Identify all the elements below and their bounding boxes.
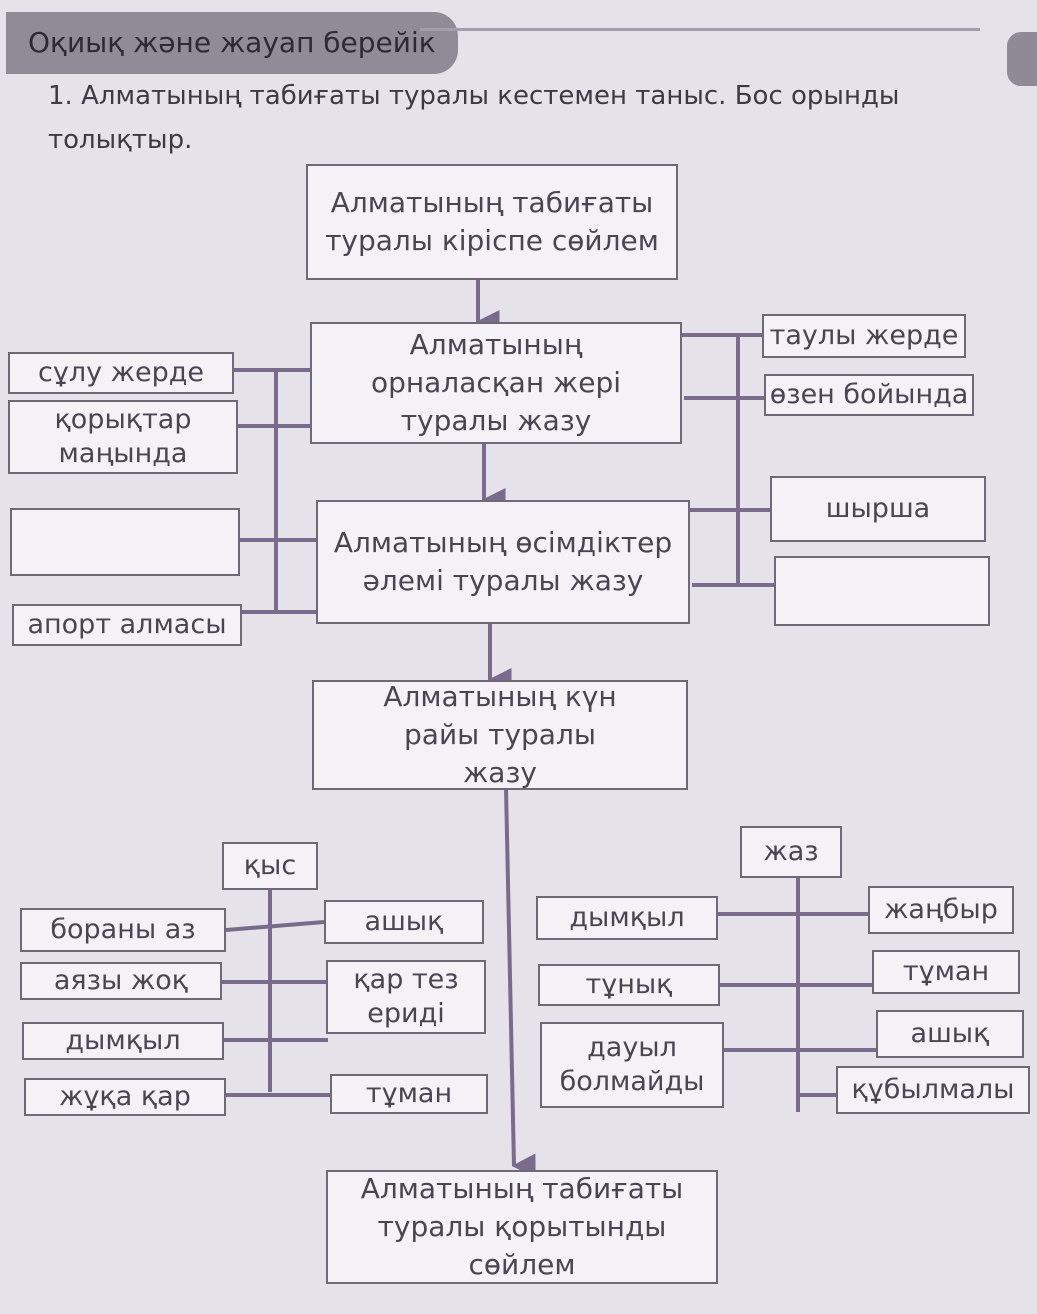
winter-left-item: бораны аз <box>20 908 226 952</box>
header-rule <box>420 28 980 31</box>
summer-left-item: дымқыл <box>536 896 718 940</box>
summer-right-item: тұман <box>872 950 1020 994</box>
summer-left-item: тұнық <box>538 964 720 1006</box>
plants-left-item: апорт алмасы <box>12 604 242 646</box>
conclusion-box: Алматының табиғаты туралы қорытынды сөйл… <box>326 1170 718 1284</box>
plants-right-blank[interactable] <box>774 556 990 626</box>
plants-box: Алматының өсімдіктер әлемі туралы жазу <box>316 500 690 624</box>
intro-sentence-box: Алматының табиғаты туралы кіріспе сөйлем <box>306 164 678 280</box>
winter-left-item: аязы жоқ <box>20 962 222 1000</box>
summer-right-item: ашық <box>876 1010 1024 1058</box>
winter-right-item: қар тез ериді <box>326 960 486 1034</box>
summer-label: жаз <box>740 826 842 878</box>
plants-right-item: шырша <box>770 476 986 542</box>
location-right-item: таулы жерде <box>762 314 966 358</box>
winter-left-item: жұқа қар <box>24 1078 226 1116</box>
plants-left-blank[interactable] <box>10 508 240 576</box>
location-box: Алматының орналасқан жері туралы жазу <box>310 322 682 444</box>
page-corner-tab <box>1007 32 1037 86</box>
summer-left-item: дауыл болмайды <box>540 1022 724 1108</box>
location-right-item: өзен бойында <box>764 374 974 416</box>
summer-right-item: құбылмалы <box>836 1066 1030 1114</box>
location-left-item: қорықтар маңында <box>8 400 238 474</box>
winter-right-item: тұман <box>330 1074 488 1114</box>
location-left-item: сұлу жерде <box>8 352 234 394</box>
task-instruction: 1. Алматының табиғаты туралы кестемен та… <box>48 81 900 155</box>
winter-left-item: дымқыл <box>22 1022 224 1060</box>
section-header: Оқиық және жауап берейік <box>6 12 458 74</box>
winter-right-item: ашық <box>324 900 484 944</box>
weather-box: Алматының күн райы туралы жазу <box>312 680 688 790</box>
summer-right-item: жаңбыр <box>868 886 1014 934</box>
winter-label: қыс <box>222 842 318 890</box>
